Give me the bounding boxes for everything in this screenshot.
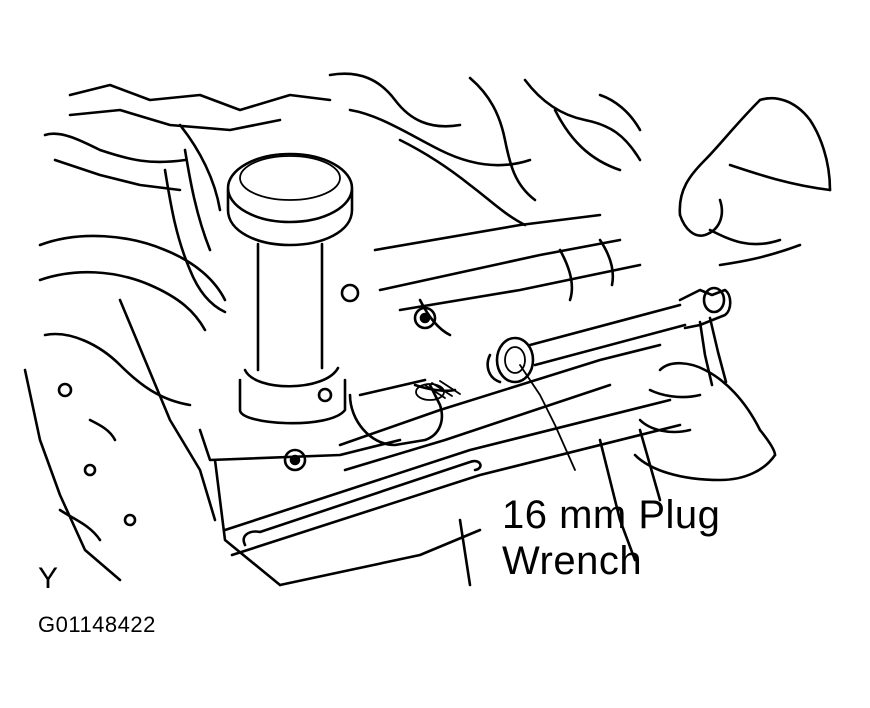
corner-letter: Y bbox=[38, 562, 59, 595]
engine-block bbox=[23, 298, 402, 587]
callout-leader bbox=[519, 364, 576, 471]
hand-top-right bbox=[678, 96, 832, 267]
spark-plug-boot bbox=[348, 378, 461, 447]
valve-cover bbox=[373, 213, 642, 337]
hoses-and-wiring bbox=[43, 72, 642, 227]
hand-bottom-right bbox=[633, 361, 777, 482]
cylinder-head-rail bbox=[223, 343, 682, 587]
plug-wrench-tool bbox=[486, 286, 732, 387]
left-hose bbox=[38, 148, 227, 332]
oil-filler-cap bbox=[226, 152, 354, 425]
callout-label-line1: 16 mm Plug bbox=[502, 493, 721, 537]
figure-id: G01148422 bbox=[38, 612, 156, 637]
callout-label-line2: Wrench bbox=[502, 539, 643, 583]
engine-details bbox=[58, 283, 662, 587]
